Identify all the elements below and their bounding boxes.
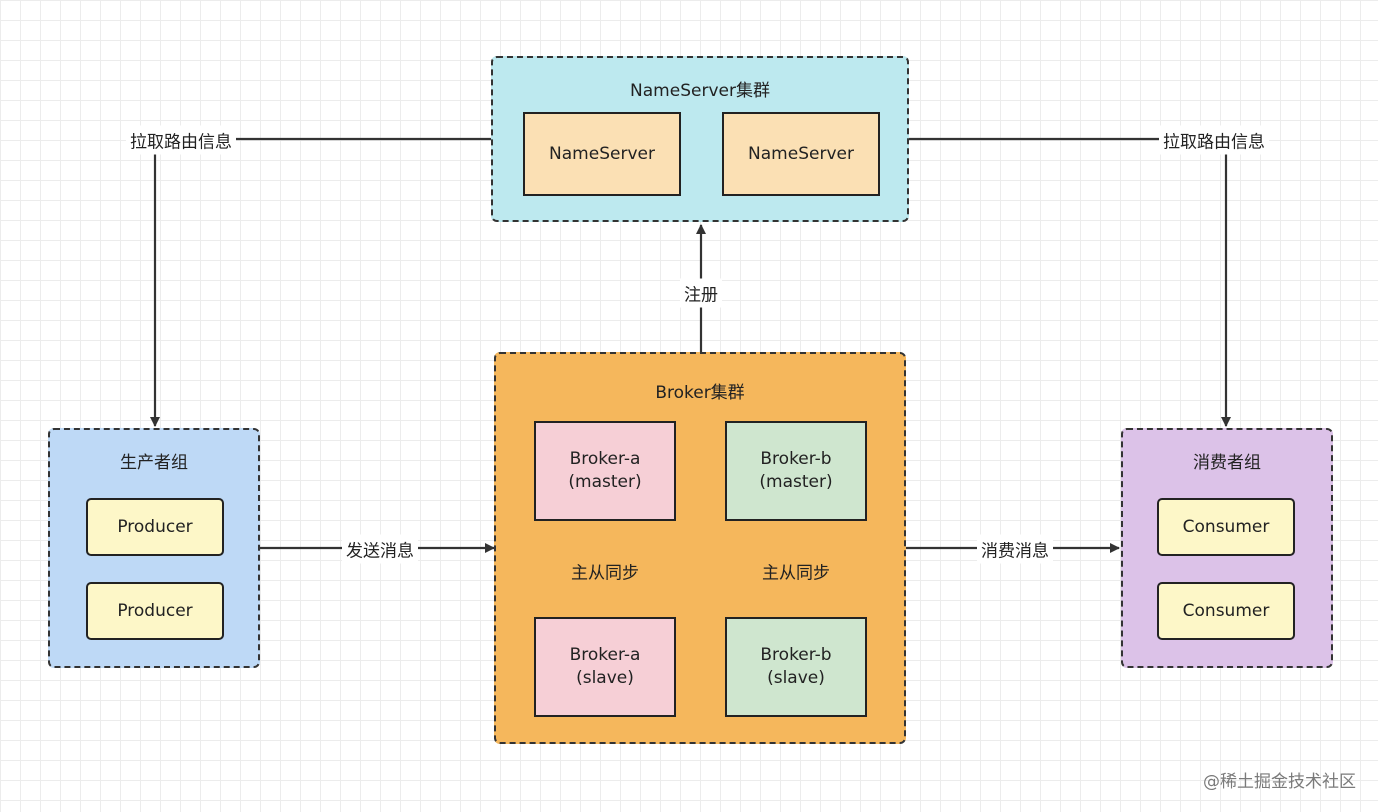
consumer-node: Consumer <box>1157 498 1295 556</box>
broker-b-master: Broker-b (master) <box>725 421 867 521</box>
nameserver-node: NameServer <box>722 112 880 196</box>
nameserver-cluster-title: NameServer集群 <box>630 81 770 101</box>
broker-b-slave-role: (slave) <box>767 668 825 688</box>
consumer-node-label: Consumer <box>1182 600 1270 621</box>
edge-producer-pull-route <box>150 137 491 427</box>
nameserver-node: NameServer <box>523 112 681 196</box>
consumer-node-label: Consumer <box>1182 516 1270 537</box>
broker-b-master-name: Broker-b <box>760 449 832 469</box>
edge-consumer-pull-route <box>909 137 1231 427</box>
watermark: @稀土掘金技术社区 <box>1203 772 1356 792</box>
nameserver-node-label: NameServer <box>748 143 854 164</box>
producer-node-label: Producer <box>117 600 193 621</box>
producer-node: Producer <box>86 582 224 640</box>
broker-a-master-role: (master) <box>568 472 642 492</box>
consumer-pull-route-label: 拉取路由信息 <box>1159 125 1269 155</box>
sync-label-a: 主从同步 <box>571 563 639 584</box>
broker-b-master-role: (master) <box>759 472 833 492</box>
producer-pull-route-label: 拉取路由信息 <box>126 125 236 155</box>
broker-a-slave-role: (slave) <box>576 668 634 688</box>
broker-b-slave-name: Broker-b <box>760 645 832 665</box>
consume-message-label: 消费消息 <box>977 534 1053 564</box>
consumer-node: Consumer <box>1157 582 1295 640</box>
broker-b-slave: Broker-b (slave) <box>725 617 867 717</box>
send-message-label: 发送消息 <box>342 534 418 564</box>
nameserver-node-label: NameServer <box>549 143 655 164</box>
broker-a-slave: Broker-a (slave) <box>534 617 676 717</box>
register-label: 注册 <box>680 278 722 308</box>
broker-a-master-name: Broker-a <box>569 449 641 469</box>
producer-group-title: 生产者组 <box>120 453 188 473</box>
producer-node-label: Producer <box>117 516 193 537</box>
consumer-group-title: 消费者组 <box>1193 453 1261 473</box>
broker-a-master: Broker-a (master) <box>534 421 676 521</box>
sync-label-b: 主从同步 <box>762 563 830 584</box>
producer-node: Producer <box>86 498 224 556</box>
broker-a-slave-name: Broker-a <box>569 645 641 665</box>
broker-cluster-title: Broker集群 <box>655 383 745 403</box>
